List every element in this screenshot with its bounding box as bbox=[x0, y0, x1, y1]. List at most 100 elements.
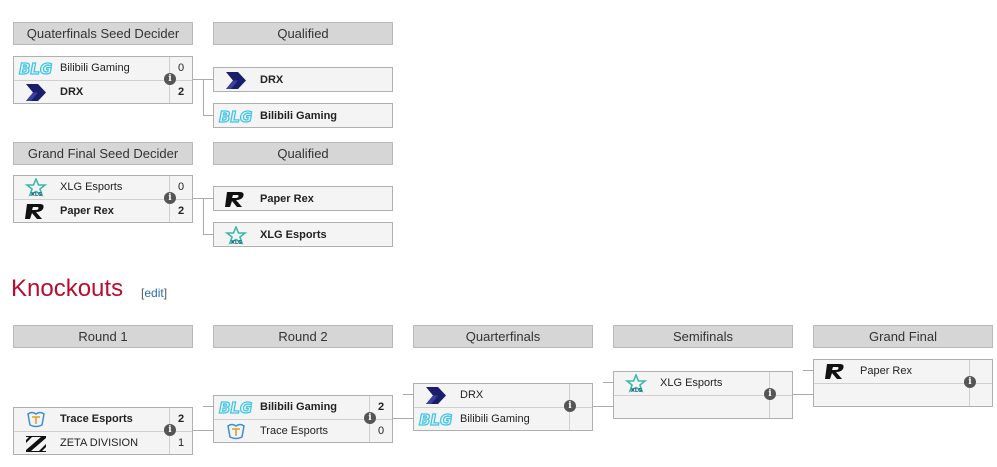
grand-final-team2-score bbox=[969, 384, 992, 406]
qf-seed-qualified-1[interactable]: DRX bbox=[213, 67, 393, 92]
semifinal-match-info-icon[interactable]: i bbox=[764, 388, 776, 400]
quarterfinal-team1-score bbox=[569, 384, 592, 407]
gf-seed-match: XLG XLG Esports 0 Paper Rex 2 bbox=[13, 175, 193, 223]
gf-seed-team1-score: 0 bbox=[169, 176, 192, 199]
round1-team1-name: Trace Esports bbox=[60, 413, 133, 425]
round1-match: Trace Esports 2 ZETA DIVISION 1 bbox=[13, 407, 193, 455]
grand-final-team1-row[interactable]: Paper Rex bbox=[814, 360, 992, 383]
semifinal-team1-name: XLG Esports bbox=[660, 377, 723, 389]
bilibili-gaming-logo-icon: BLG bbox=[218, 398, 254, 417]
trace-esports-logo-icon bbox=[218, 422, 254, 441]
gf-seed-qualified-2[interactable]: XLG XLG Esports bbox=[213, 222, 393, 247]
bracket-connector bbox=[203, 79, 213, 80]
bilibili-gaming-logo-icon: BLG bbox=[418, 410, 454, 429]
round1-team2-name: ZETA DIVISION bbox=[60, 437, 139, 449]
round1-match-info-icon[interactable]: i bbox=[164, 424, 176, 436]
gf-seed-match-info-icon[interactable]: i bbox=[164, 192, 176, 204]
knockouts-title: Knockouts bbox=[11, 275, 124, 302]
round1-team2-row[interactable]: ZETA DIVISION 1 bbox=[14, 431, 192, 454]
qf-seed-qualified-2-name: Bilibili Gaming bbox=[260, 110, 338, 122]
grand-final-match: Paper Rex bbox=[813, 359, 993, 407]
qf-seed-qualified-2[interactable]: BLG Bilibili Gaming bbox=[213, 103, 393, 128]
gf-seed-qualified-2-name: XLG Esports bbox=[260, 229, 327, 241]
bracket-connector bbox=[203, 79, 204, 115]
qf-seed-team1-row[interactable]: BLG Bilibili Gaming 0 bbox=[14, 57, 192, 80]
qf-seed-team2-score: 2 bbox=[169, 81, 192, 103]
grand-final-match-info-icon[interactable]: i bbox=[964, 376, 976, 388]
bracket-connector bbox=[403, 394, 413, 395]
bracket-connector bbox=[203, 406, 213, 407]
quarterfinal-team2-score bbox=[569, 408, 592, 430]
qf-seed-qualified-header: Qualified bbox=[213, 22, 393, 45]
edit-link-wrapper: [edit] bbox=[141, 286, 168, 300]
svg-text:BLG: BLG bbox=[419, 411, 452, 429]
round2-team1-score: 2 bbox=[369, 396, 392, 419]
paper-rex-logo-icon bbox=[218, 190, 254, 209]
svg-text:XLG: XLG bbox=[31, 192, 42, 197]
svg-text:XLG: XLG bbox=[231, 240, 242, 245]
bracket-connector bbox=[793, 394, 813, 395]
round2-team2-name: Trace Esports bbox=[260, 425, 329, 437]
round-header-1: Round 1 bbox=[13, 325, 193, 348]
xlg-esports-logo-icon: XLG bbox=[218, 226, 254, 245]
qf-seed-match-info-icon[interactable]: i bbox=[164, 73, 176, 85]
bilibili-gaming-logo-icon: BLG bbox=[18, 59, 54, 78]
paper-rex-logo-icon bbox=[18, 202, 54, 221]
qf-seed-match: BLG Bilibili Gaming 0 DRX 2 bbox=[13, 56, 193, 104]
grand-final-team2-row[interactable] bbox=[814, 383, 992, 406]
round-header-quarterfinals: Quarterfinals bbox=[413, 325, 593, 348]
gf-seed-qualified-header: Qualified bbox=[213, 142, 393, 165]
bracket-connector bbox=[193, 198, 203, 199]
gf-seed-team1-name: XLG Esports bbox=[60, 181, 123, 193]
qf-seed-qualified-1-name: DRX bbox=[260, 74, 284, 86]
drx-logo-icon bbox=[418, 386, 454, 405]
bracket-connector bbox=[193, 430, 213, 431]
bilibili-gaming-logo-icon: BLG bbox=[218, 107, 254, 126]
round2-team2-score: 0 bbox=[369, 420, 392, 442]
gf-seed-team1-row[interactable]: XLG XLG Esports 0 bbox=[14, 176, 192, 199]
bracket-connector bbox=[393, 418, 413, 419]
round2-team1-row[interactable]: BLG Bilibili Gaming 2 bbox=[214, 396, 392, 419]
round1-team1-score: 2 bbox=[169, 408, 192, 431]
round1-team1-row[interactable]: Trace Esports 2 bbox=[14, 408, 192, 431]
gf-seed-qualified-1[interactable]: Paper Rex bbox=[213, 186, 393, 211]
xlg-esports-logo-icon: XLG bbox=[618, 374, 654, 393]
gf-seed-team2-name: Paper Rex bbox=[60, 205, 114, 217]
semifinal-match: XLG XLG Esports bbox=[613, 371, 793, 419]
drx-logo-icon bbox=[218, 71, 254, 90]
paper-rex-logo-icon bbox=[818, 362, 854, 381]
round2-match-info-icon[interactable]: i bbox=[364, 412, 376, 424]
bracket-connector bbox=[603, 382, 613, 383]
bracket-connector bbox=[203, 234, 213, 235]
quarterfinal-team2-row[interactable]: BLG Bilibili Gaming bbox=[414, 407, 592, 430]
quarterfinal-team1-row[interactable]: DRX bbox=[414, 384, 592, 407]
semifinal-team1-row[interactable]: XLG XLG Esports bbox=[614, 372, 792, 395]
xlg-esports-logo-icon: XLG bbox=[18, 178, 54, 197]
bracket-connector bbox=[203, 115, 213, 116]
grand-final-team1-name: Paper Rex bbox=[860, 365, 912, 377]
edit-link[interactable]: edit bbox=[144, 286, 164, 300]
semifinal-team2-row[interactable] bbox=[614, 395, 792, 418]
qf-seed-team2-row[interactable]: DRX 2 bbox=[14, 80, 192, 103]
quarterfinal-team2-name: Bilibili Gaming bbox=[460, 413, 530, 425]
gf-seed-team2-row[interactable]: Paper Rex 2 bbox=[14, 199, 192, 222]
semifinal-team2-score bbox=[769, 396, 792, 418]
round-header-2: Round 2 bbox=[213, 325, 393, 348]
bracket-connector bbox=[203, 198, 213, 199]
round-header-grand-final: Grand Final bbox=[813, 325, 993, 348]
bracket-connector bbox=[203, 198, 204, 234]
quarterfinal-match-info-icon[interactable]: i bbox=[564, 400, 576, 412]
drx-logo-icon bbox=[18, 83, 54, 102]
zeta-division-logo-icon bbox=[18, 434, 54, 453]
quarterfinal-match: DRX BLG Bilibili Gaming bbox=[413, 383, 593, 431]
svg-text:BLG: BLG bbox=[19, 60, 52, 78]
round2-match: BLG Bilibili Gaming 2 Trace Esports 0 bbox=[213, 395, 393, 443]
svg-text:XLG: XLG bbox=[631, 388, 642, 393]
qf-seed-team1-name: Bilibili Gaming bbox=[60, 62, 130, 74]
quarterfinal-team1-name: DRX bbox=[460, 389, 484, 401]
round2-team2-row[interactable]: Trace Esports 0 bbox=[214, 419, 392, 442]
trace-esports-logo-icon bbox=[18, 410, 54, 429]
round1-team2-score: 1 bbox=[169, 432, 192, 454]
gf-seed-header: Grand Final Seed Decider bbox=[13, 142, 193, 165]
round2-team1-name: Bilibili Gaming bbox=[260, 401, 338, 413]
